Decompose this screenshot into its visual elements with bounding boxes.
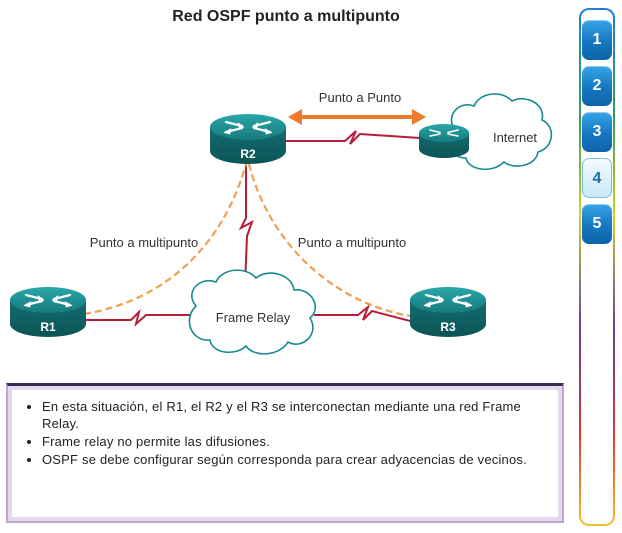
internet-label: Internet (493, 130, 537, 145)
step-button-1[interactable]: 1 (582, 20, 612, 60)
notes-list: En esta situación, el R1, el R2 y el R3 … (22, 398, 548, 468)
multipoint-link-left (83, 163, 248, 316)
step-button-5[interactable]: 5 (582, 204, 612, 244)
router-r3-label: R3 (440, 320, 456, 334)
step-button-2[interactable]: 2 (582, 66, 612, 106)
point-to-point-label: Punto a Punto (319, 90, 401, 105)
note-item: Frame relay no permite las difusiones. (42, 433, 548, 450)
isp-router (418, 123, 470, 159)
serial-link-r2-fr (238, 160, 254, 287)
network-diagram: Punto a Punto Internet R2 Punto a multip… (8, 90, 553, 355)
point-to-point-arrow (288, 109, 426, 125)
multipoint-link-right (247, 163, 411, 318)
internet-cloud (448, 93, 553, 170)
note-item: OSPF se debe configurar según correspond… (42, 451, 548, 468)
frame-relay-label: Frame Relay (216, 310, 291, 325)
multipoint-right-label: Punto a multipunto (298, 235, 406, 250)
step-button-3[interactable]: 3 (582, 112, 612, 152)
serial-link-fr-r3 (314, 303, 415, 323)
multipoint-left-label: Punto a multipunto (90, 235, 198, 250)
page-title: Red OSPF punto a multipunto (172, 8, 400, 25)
frame-relay-cloud (188, 269, 316, 355)
step-button-4[interactable]: 4 (582, 158, 612, 198)
step-navigation: 1 2 3 4 5 (579, 8, 615, 526)
notes-panel: En esta situación, el R1, el R2 y el R3 … (6, 383, 564, 523)
serial-link-r2-isp (286, 130, 421, 145)
router-r2-label: R2 (240, 147, 256, 161)
serial-link-r1-fr (85, 308, 192, 327)
note-item: En esta situación, el R1, el R2 y el R3 … (42, 398, 548, 432)
router-r1-label: R1 (40, 320, 56, 334)
